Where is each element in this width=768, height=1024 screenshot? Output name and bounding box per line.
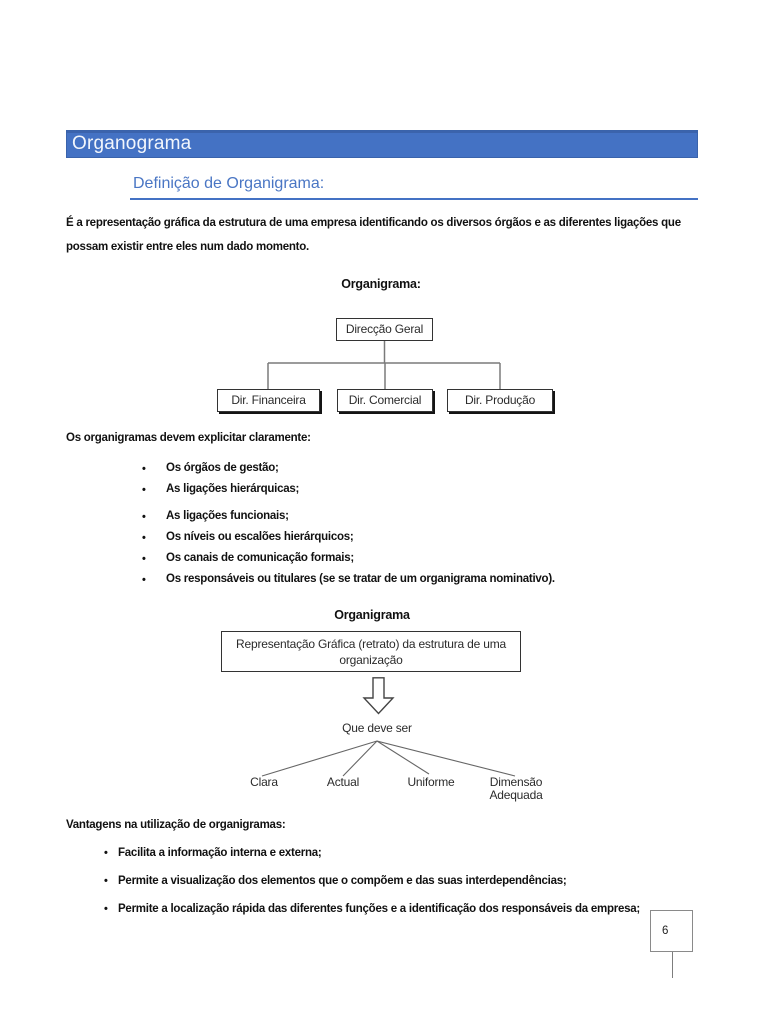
list-item: • Os responsáveis ou titulares (se se tr… xyxy=(140,569,555,589)
list-item: • Os canais de comunicação formais; xyxy=(140,548,555,568)
bullet-icon: • xyxy=(104,875,108,887)
org-node-dir-producao: Dir. Produção xyxy=(447,389,553,412)
arrow-label: Que deve ser xyxy=(342,721,412,735)
list-item-label: Permite a localização rápida das diferen… xyxy=(118,903,640,915)
org-chart-diagram: Organigrama: Direcção Geral Dir. Finance… xyxy=(0,270,768,430)
list-item: • Permite a localização rápida das difer… xyxy=(104,902,640,916)
bullet-icon: • xyxy=(142,532,146,544)
leaf-actual: Actual xyxy=(326,775,360,789)
list-item-label: Os níveis ou escalões hierárquicos; xyxy=(166,531,354,543)
list1-intro: Os organigramas devem explicitar clarame… xyxy=(66,432,311,444)
leaf-clara: Clara xyxy=(250,775,278,789)
leaf-dimensao-adequada: Dimensão Adequada xyxy=(489,775,543,802)
org-node-dir-financeira: Dir. Financeira xyxy=(217,389,320,412)
org-node-direccao-geral: Direcção Geral xyxy=(336,318,433,341)
requirements-list: • Os órgãos de gestão; • As ligações hie… xyxy=(140,458,555,590)
page-number: 6 xyxy=(662,925,669,937)
bullet-icon: • xyxy=(142,553,146,565)
bullet-icon: • xyxy=(142,484,146,496)
list-item-label: Facilita a informação interna e externa; xyxy=(118,847,322,859)
bullet-icon: • xyxy=(104,847,108,859)
definition-box: Representação Gráfica (retrato) da estru… xyxy=(221,631,521,672)
list2-intro: Vantagens na utilização de organigramas: xyxy=(66,819,286,831)
fan-connector-lines xyxy=(261,740,516,777)
list-item-label: Os canais de comunicação formais; xyxy=(166,552,354,564)
bullet-icon: • xyxy=(142,574,146,586)
advantages-list: • Facilita a informação interna e extern… xyxy=(104,846,640,930)
list-item-label: Os responsáveis ou titulares (se se trat… xyxy=(166,573,555,585)
subsection-heading-label: Definição de Organigrama: xyxy=(133,175,325,192)
definition-diagram: Organigrama Representação Gráfica (retra… xyxy=(0,600,768,815)
intro-paragraph: É a representação gráfica da estrutura d… xyxy=(66,217,681,253)
subsection-heading: Definição de Organigrama: xyxy=(130,173,698,200)
list-item-label: Os órgãos de gestão; xyxy=(166,462,279,474)
definition-diagram-title: Organigrama xyxy=(334,608,410,622)
list-item: • Os órgãos de gestão; xyxy=(140,458,555,478)
page-number-box: 6 xyxy=(650,910,693,952)
list-item-label: Permite a visualização dos elementos que… xyxy=(118,875,567,887)
list-item: • As ligações hierárquicas; xyxy=(140,479,555,499)
org-node-dir-comercial: Dir. Comercial xyxy=(337,389,433,412)
down-arrow-icon xyxy=(362,677,395,715)
bullet-icon: • xyxy=(142,511,146,523)
leaf-uniforme: Uniforme xyxy=(407,775,455,789)
list-item: • As ligações funcionais; xyxy=(140,506,555,526)
list-item: • Permite a visualização dos elementos q… xyxy=(104,874,640,888)
section-heading-label: Organograma xyxy=(72,133,192,154)
org-chart-connector-lines xyxy=(267,341,501,389)
list-item: • Os níveis ou escalões hierárquicos; xyxy=(140,527,555,547)
list-item-label: As ligações hierárquicas; xyxy=(166,483,300,495)
page-number-stem-line xyxy=(672,952,673,978)
list-item: • Facilita a informação interna e extern… xyxy=(104,846,640,860)
list-item-label: As ligações funcionais; xyxy=(166,510,289,522)
bullet-icon: • xyxy=(104,903,108,915)
section-heading-bar: Organograma xyxy=(66,130,698,158)
bullet-icon: • xyxy=(142,463,146,475)
org-chart-title: Organigrama: xyxy=(341,277,421,291)
